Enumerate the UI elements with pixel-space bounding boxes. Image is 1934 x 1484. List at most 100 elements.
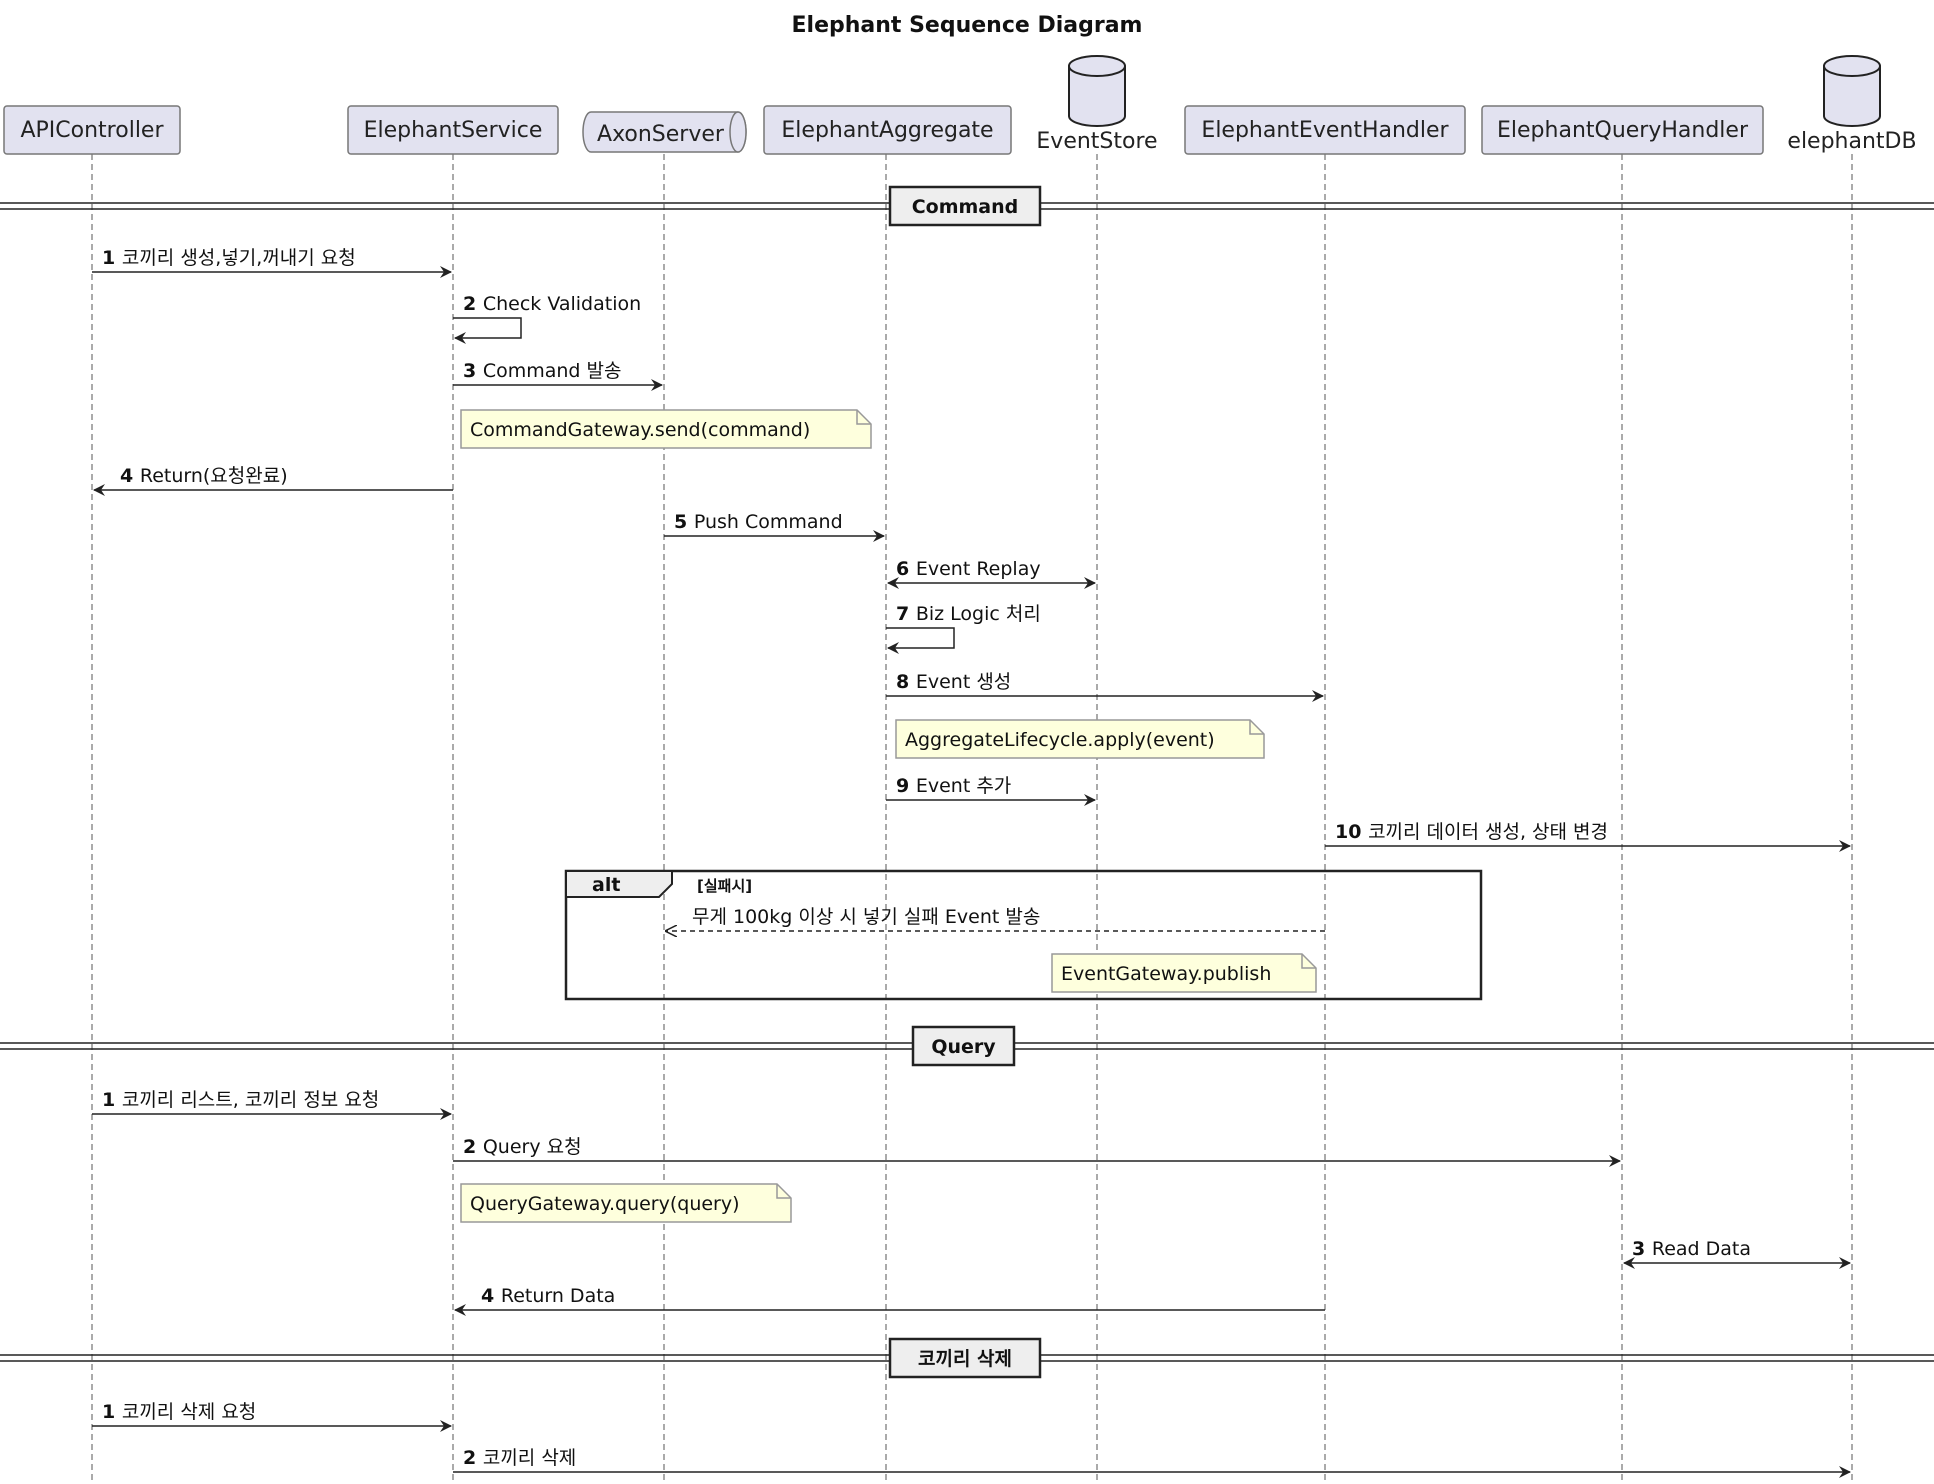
message-cmd-0: 1 코끼리 생성,넣기,꺼내기 요청 (92, 247, 452, 278)
database-icon-top (1823, 55, 1881, 77)
message-label: 4 Return Data (481, 1285, 615, 1307)
messages: 1 코끼리 생성,넣기,꺼내기 요청 2 Check Validation 3 Co… (92, 247, 1851, 1478)
message-label: 9 Event 추가 (896, 775, 1011, 797)
message-text: Return Data (501, 1285, 615, 1307)
participant-box (1481, 105, 1764, 155)
participants: APIController ElephantService AxonServer El… (3, 55, 1917, 155)
message-cmd-2: 3 Command 발송 (453, 360, 663, 391)
participant-api[interactable]: APIController (3, 105, 181, 155)
message-label: 2 Query 요청 (463, 1136, 582, 1158)
message-text: 코끼리 삭제 (483, 1447, 576, 1469)
section-label: Command (912, 196, 1019, 218)
alt-condition: [실패시] (697, 877, 752, 895)
participant-evh[interactable]: ElephantEventHandler (1184, 105, 1466, 155)
queue-icon-end (729, 111, 747, 153)
message-label: 2 코끼리 삭제 (463, 1447, 576, 1469)
message-text: Event 생성 (916, 671, 1011, 693)
message-number: 9 (896, 775, 916, 797)
message-text: Push Command (694, 511, 843, 533)
message-cmd-11: 10 코끼리 데이터 생성, 상태 변경 (1325, 821, 1851, 852)
note-text: EventGateway.publish (1061, 963, 1271, 985)
alt-block: alt [실패시] (564, 869, 1483, 1001)
message-number: 1 (102, 1401, 122, 1423)
participant-label: AxonServer (597, 122, 725, 147)
note-cmd-9: AggregateLifecycle.apply(event) (895, 719, 1265, 759)
self-arrow (886, 627, 955, 654)
alt-label: alt (592, 874, 620, 896)
message-text: 코끼리 리스트, 코끼리 정보 요청 (122, 1089, 379, 1111)
participant-db[interactable]: elephantDB (1787, 55, 1917, 154)
section-separator-2: 코끼리 삭제 (0, 1337, 1934, 1379)
message-text: Query 요청 (483, 1136, 582, 1158)
message-number: 4 (481, 1285, 501, 1307)
message-alt: 무게 100kg 이상 시 넣기 실패 Event 발송 (666, 906, 1325, 931)
message-cmd-10: 9 Event 추가 (886, 775, 1096, 806)
section-separator-0: Command (0, 185, 1934, 227)
participant-label: elephantDB (1787, 129, 1916, 154)
message-number: 3 (463, 360, 483, 382)
participant-box (347, 105, 559, 155)
message-number: 3 (1632, 1238, 1652, 1260)
message-text: Event 추가 (916, 775, 1011, 797)
message-d-0: 1 코끼리 삭제 요청 (92, 1401, 452, 1432)
note-q-2: QueryGateway.query(query) (460, 1183, 792, 1223)
participant-label: APIController (20, 118, 164, 143)
database-icon (1823, 66, 1881, 127)
message-text: 코끼리 생성,넣기,꺼내기 요청 (122, 247, 356, 269)
message-label: 5 Push Command (674, 511, 843, 533)
participant-box (3, 105, 181, 155)
message-number: 7 (896, 603, 916, 625)
section-label: 코끼리 삭제 (918, 1348, 1012, 1370)
message-number: 2 (463, 1447, 483, 1469)
participant-box (1184, 105, 1466, 155)
participant-axon[interactable]: AxonServer (582, 111, 747, 153)
participant-qh[interactable]: ElephantQueryHandler (1481, 105, 1764, 155)
database-icon-top (1068, 55, 1126, 77)
message-q-1: 2 Query 요청 (453, 1136, 1621, 1167)
participant-store[interactable]: EventStore (1036, 55, 1158, 154)
participant-label: ElephantAggregate (781, 118, 993, 143)
note-alt: EventGateway.publish (1051, 953, 1317, 993)
message-label: 무게 100kg 이상 시 넣기 실패 Event 발송 (692, 906, 1040, 928)
message-label: 1 코끼리 리스트, 코끼리 정보 요청 (102, 1089, 379, 1111)
message-text: Biz Logic 처리 (916, 603, 1041, 625)
note-text: CommandGateway.send(command) (470, 419, 810, 441)
message-label: 10 코끼리 데이터 생성, 상태 변경 (1335, 821, 1608, 843)
participant-label: EventStore (1036, 129, 1157, 154)
message-cmd-8: 8 Event 생성 (886, 671, 1324, 702)
note-text: QueryGateway.query(query) (470, 1193, 740, 1215)
message-label: 3 Read Data (1632, 1238, 1751, 1260)
message-number: 6 (896, 558, 916, 580)
message-text: 코끼리 데이터 생성, 상태 변경 (1368, 821, 1608, 843)
participant-label: ElephantEventHandler (1201, 118, 1449, 143)
message-text: Event Replay (916, 558, 1041, 580)
lifelines (91, 154, 1853, 1484)
message-cmd-7: 7 Biz Logic 처리 (886, 603, 1041, 654)
message-number: 10 (1335, 821, 1368, 843)
participant-agg[interactable]: ElephantAggregate (763, 105, 1012, 155)
participant-label: ElephantService (364, 118, 543, 143)
alt-fragment: alt [실패시] (564, 869, 1483, 1001)
message-cmd-1: 2 Check Validation (453, 293, 641, 344)
message-number: 2 (463, 1136, 483, 1158)
message-label: 4 Return(요청완료) (120, 465, 288, 487)
message-text: Return(요청완료) (140, 465, 288, 487)
message-number: 4 (120, 465, 140, 487)
participant-svc[interactable]: ElephantService (347, 105, 559, 155)
message-number: 2 (463, 293, 483, 315)
notes: CommandGateway.send(command) AggregateLif… (460, 409, 1317, 1223)
message-q-3: 3 Read Data (1623, 1238, 1851, 1269)
message-q-4: 4 Return Data (454, 1285, 1325, 1316)
section-separator-1: Query (0, 1025, 1934, 1067)
message-q-0: 1 코끼리 리스트, 코끼리 정보 요청 (92, 1089, 452, 1120)
message-label: 1 코끼리 생성,넣기,꺼내기 요청 (102, 247, 356, 269)
message-cmd-5: 5 Push Command (664, 511, 885, 542)
self-arrow (453, 317, 522, 344)
message-cmd-4: 4 Return(요청완료) (93, 465, 453, 496)
section-label: Query (931, 1036, 996, 1058)
message-text: Check Validation (483, 293, 641, 315)
message-label: 2 Check Validation (463, 293, 641, 315)
message-text: 무게 100kg 이상 시 넣기 실패 Event 발송 (692, 906, 1040, 928)
